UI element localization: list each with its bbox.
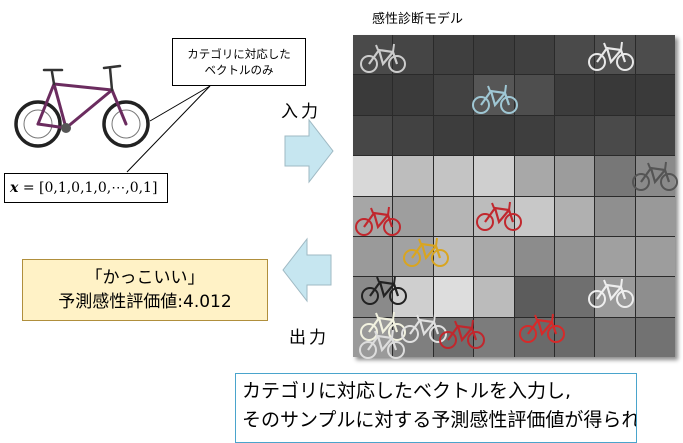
caption-line1: カテゴリに対応したベクトルを入力し, [242,380,572,402]
map-cell [635,236,675,277]
map-cell [635,196,675,236]
map-cell [635,115,675,156]
map-cell [554,35,595,75]
output-arrow-icon [282,237,332,303]
callout-line2: ベクトルのみ [204,63,274,77]
map-bicycle-icon [518,312,566,344]
map-cell [554,277,595,317]
input-arrow-icon [284,118,334,184]
map-cell [433,115,474,156]
map-bicycle-icon [402,236,450,268]
formula-variable: x [10,180,19,196]
map-cell [514,196,554,236]
input-vector-formula: x = [0,1,0,1,0,⋯,0,1] [4,173,168,203]
result-box: 「かっこいい」 予測感性評価値:4.012 [22,259,268,321]
callout-box: カテゴリに対応した ベクトルのみ [172,38,306,86]
map-cell [393,277,433,317]
map-cell [353,35,393,75]
map-cell [393,35,433,75]
map-cell [433,156,474,196]
map-cell [474,115,514,156]
map-cell [554,156,595,196]
map-cell [353,75,393,115]
map-bicycle-thumbnails [354,40,679,360]
map-cell [353,115,393,156]
map-bicycle-icon [587,277,635,309]
map-cell [514,75,554,115]
map-cell [554,317,595,357]
output-label: 出力 [289,328,329,348]
result-label: 「かっこいい」 [85,268,205,288]
map-cell [474,317,514,357]
caption-line2: そのサンプルに対する予測感性評価値が得られる [242,409,637,431]
map-cell [474,35,514,75]
map-bicycle-icon [631,160,679,192]
map-cell [393,115,433,156]
map-cell [433,75,474,115]
map-cell [595,115,635,156]
map-cell [393,75,433,115]
map-grid [353,35,675,357]
map-bicycle-icon [475,200,523,232]
map-cell [595,156,635,196]
map-cell [474,75,514,115]
map-cell [433,196,474,236]
map-bicycle-icon [354,205,402,237]
map-bicycle-icon [587,40,635,72]
map-cell [554,236,595,277]
map-cell [595,75,635,115]
map-bicycle-icon [359,42,407,74]
map-cell [554,115,595,156]
caption-box: カテゴリに対応したベクトルを入力し, そのサンプルに対する予測感性評価値が得られ… [235,373,637,443]
map-cell [514,35,554,75]
map-cell [474,156,514,196]
map-cell [635,277,675,317]
map-cell [353,236,393,277]
formula-value: = [0,1,0,1,0,⋯,0,1] [22,180,158,196]
map-cell [554,196,595,236]
map-cell [514,277,554,317]
map-cell [474,277,514,317]
callout-pointer [126,85,211,173]
callout-line1: カテゴリに対応した [187,47,291,61]
map-cell [554,75,595,115]
map-bicycle-icon [360,274,408,306]
map-cell [635,75,675,115]
map-cell [595,277,635,317]
result-value: 予測感性評価値:4.012 [58,292,232,312]
map-cell [514,236,554,277]
map-cell [514,115,554,156]
map-cell [595,236,635,277]
map-bicycle-icon [358,328,406,360]
model-title: 感性診断モデル [372,12,464,27]
input-label: 入力 [281,102,321,122]
map-cell [595,317,635,357]
sensitivity-model-map [353,35,675,357]
map-cell [393,156,433,196]
map-cell [433,35,474,75]
map-cell [514,156,554,196]
map-cell [433,277,474,317]
map-cell [635,317,675,357]
map-bicycle-icon [471,83,519,115]
map-cell [353,156,393,196]
bicycle-icon [14,64,150,148]
map-cell [474,236,514,277]
map-cell [635,35,675,75]
map-cell [595,196,635,236]
